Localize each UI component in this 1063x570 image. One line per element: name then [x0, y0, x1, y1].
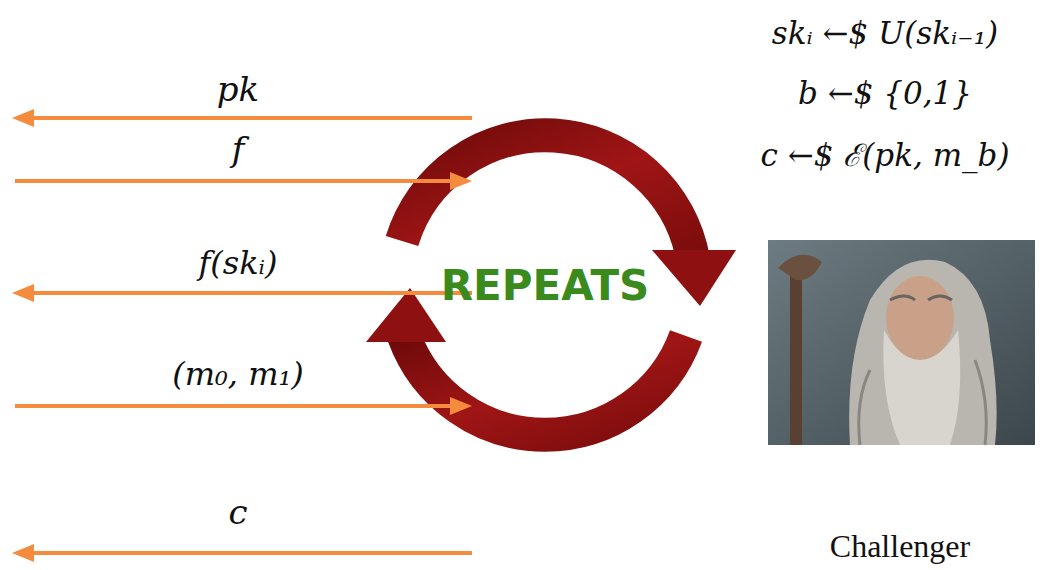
- cycle-arc-bottom: [404, 336, 686, 435]
- message-label: f(skᵢ): [198, 245, 277, 282]
- message-arrow: [15, 179, 455, 183]
- challenger-step: b ←$ {0,1}: [798, 76, 972, 112]
- portrait-background: [768, 240, 1035, 445]
- staff: [790, 262, 802, 445]
- brow: [890, 296, 915, 300]
- arrowhead: [450, 397, 472, 415]
- brow: [928, 296, 952, 300]
- message-arrow: [30, 291, 472, 295]
- arrowhead: [450, 172, 472, 190]
- message-label: (m₀, m₁): [172, 356, 304, 393]
- arrowhead: [12, 284, 34, 302]
- message-arrow: [15, 404, 455, 408]
- challenger-portrait: [768, 240, 1035, 445]
- repeat-label: REPEATS: [441, 262, 650, 310]
- hair-strand: [975, 360, 986, 445]
- beard: [883, 330, 960, 445]
- cycle-arrowhead-bottom: [366, 288, 446, 342]
- face: [886, 276, 954, 360]
- challenger-step: c ←$ ℰ(pk, m_b): [760, 138, 1009, 174]
- arrowhead: [12, 544, 34, 562]
- message-arrow: [30, 116, 472, 120]
- staff-head: [778, 255, 822, 280]
- hair: [849, 260, 997, 445]
- cycle-arrowhead-top: [652, 250, 736, 306]
- message-arrows: [12, 109, 472, 562]
- hair-strand: [859, 370, 870, 445]
- message-arrow: [30, 551, 472, 555]
- challenger-step: skᵢ ←$ U(skᵢ₋₁): [772, 16, 998, 52]
- arrowhead: [12, 109, 34, 127]
- cycle-arc-top: [402, 135, 693, 259]
- role-label: Challenger: [830, 528, 970, 565]
- message-label: c: [228, 493, 247, 532]
- message-label: f: [232, 130, 245, 169]
- message-label: pk: [217, 70, 259, 109]
